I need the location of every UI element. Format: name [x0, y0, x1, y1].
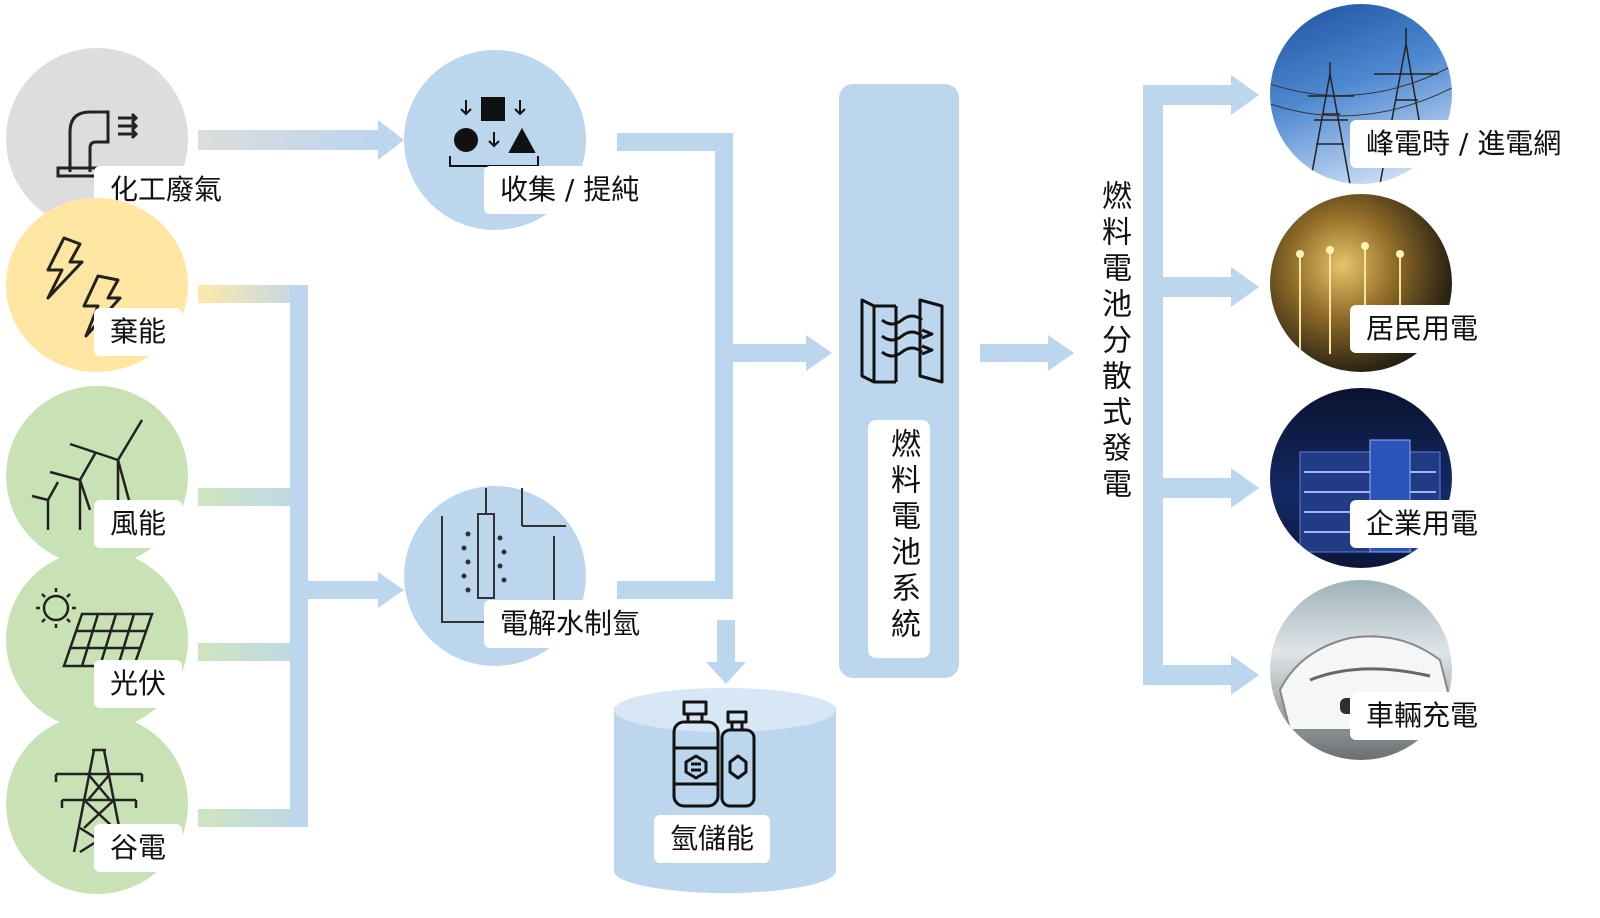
arrowhead	[1231, 75, 1259, 115]
arrowhead	[1231, 655, 1259, 695]
arrow-fuel-cell-out	[980, 344, 1050, 362]
arrow-to-fuel-cell	[733, 344, 808, 362]
connector-curtailed	[198, 285, 308, 303]
fuel-cell-label: 燃料電池系統	[885, 428, 920, 644]
collector-bar-sources	[290, 285, 308, 827]
arrowhead	[378, 120, 404, 160]
arrow-chem-to-collect	[198, 130, 378, 150]
generation-label: 燃料電池分散式發電	[1096, 180, 1131, 504]
distribution-bar	[1143, 85, 1163, 685]
connector-valley	[198, 809, 308, 827]
arrow-to-electrolysis	[308, 581, 380, 599]
arrowhead	[1231, 267, 1259, 307]
arrowhead	[806, 335, 832, 371]
wind-turbine-icon	[31, 419, 144, 530]
fuel-cell-label-box	[868, 420, 930, 658]
branch-enterprise	[1143, 478, 1233, 498]
output-grid-label: 峰電時 / 進電網	[1350, 120, 1578, 168]
branch-grid	[1143, 85, 1233, 105]
source-wind-label: 風能	[94, 500, 183, 548]
arrow-to-storage	[717, 620, 735, 665]
connector-solar	[198, 643, 308, 661]
arrowhead	[1231, 468, 1259, 508]
source-curtailed-label: 棄能	[94, 308, 183, 356]
connector-wind	[198, 488, 308, 506]
output-enterprise-label: 企業用電	[1350, 500, 1495, 548]
arrowhead	[1048, 335, 1074, 371]
process-collect-label: 收集 / 提純	[484, 166, 656, 214]
storage-cylinder-top	[614, 688, 836, 732]
arrowhead	[706, 662, 746, 684]
source-solar-label: 光伏	[94, 660, 183, 708]
solar-panel-icon	[36, 588, 154, 668]
sorting-shapes-icon	[449, 97, 539, 167]
arrowhead	[378, 572, 404, 608]
output-vehicle-label: 車輛充電	[1350, 692, 1495, 740]
hydrogen-tanks-icon	[672, 700, 756, 808]
process-electrolysis-label: 電解水制氫	[484, 600, 657, 648]
storage-label: 氫儲能	[654, 815, 771, 863]
output-residential-label: 居民用電	[1350, 305, 1495, 353]
branch-residential	[1143, 277, 1233, 297]
fuel-cell-stack-icon	[860, 298, 944, 384]
branch-vehicle	[1143, 665, 1233, 685]
connector-collect-out	[617, 133, 732, 151]
connector-electro-out	[617, 581, 732, 599]
collector-bar-processes	[715, 133, 733, 599]
source-valley-label: 谷電	[94, 824, 183, 872]
